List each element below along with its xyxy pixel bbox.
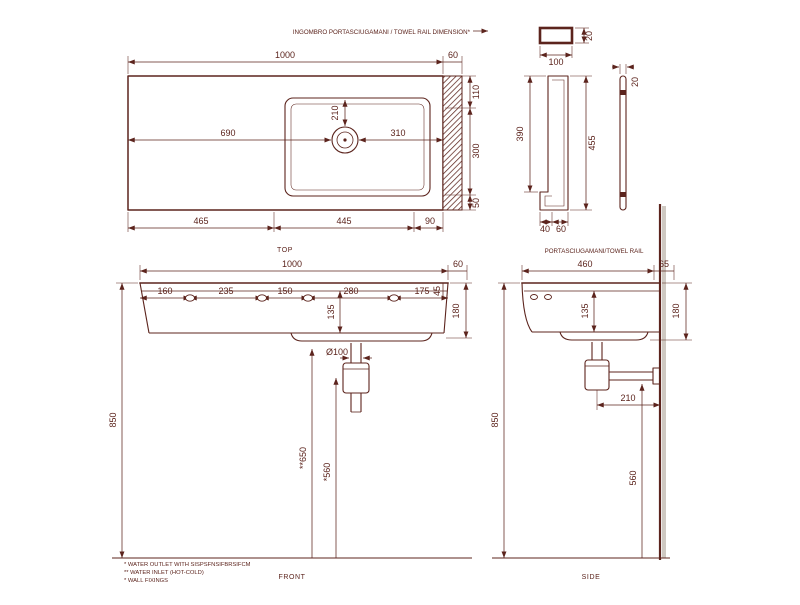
top-view: INGOMBRO PORTASCIUGAMANI / TOWEL RAIL DI… — [127, 28, 488, 254]
drain-circle-outer — [331, 126, 359, 154]
dim-side-edge: 180 — [671, 303, 681, 318]
rail-side-view — [619, 75, 627, 211]
dim-bottom-right: 90 — [425, 216, 435, 226]
dim-side-inner: 135 — [580, 303, 590, 318]
drain-circle-inner — [336, 131, 354, 149]
rail-top-view — [538, 26, 574, 45]
dim-front-height: 850 — [108, 412, 118, 427]
dim-hole-s4: 280 — [343, 286, 358, 296]
dim-rail-width: 100 — [548, 57, 563, 67]
dim-hole-s1: 160 — [157, 286, 172, 296]
dim-front-width: 1000 — [282, 259, 302, 269]
wall-flange — [652, 367, 661, 385]
towel-rail-strip — [442, 75, 463, 211]
dim-rail-side-thickness: 20 — [630, 77, 640, 87]
faucet-hole — [303, 294, 313, 302]
dim-front-depth: 135 — [326, 304, 336, 319]
dim-hole-s2: 235 — [218, 286, 233, 296]
dim-front-edge: 180 — [451, 303, 461, 318]
dim-side-depth: 460 — [577, 259, 592, 269]
bottle-trap-front — [342, 362, 370, 394]
dim-front-rail: 60 — [453, 259, 463, 269]
dim-side-outlet-height: 560 — [628, 470, 638, 485]
dim-top-width: 1000 — [275, 50, 295, 60]
footnotes: * WATER OUTLET WITH SISPSFNSIFBRSIFCM **… — [124, 562, 251, 584]
bowl-underside — [290, 332, 433, 342]
faucet-hole — [185, 294, 195, 302]
dim-rail-top-thickness: 20 — [584, 31, 594, 41]
dim-bowl-right: 310 — [390, 128, 405, 138]
front-view-label: FRONT — [278, 574, 305, 581]
faucet-hole — [389, 294, 399, 302]
dim-hole-drop: 45 — [432, 286, 442, 296]
dim-depth-back: 110 — [471, 85, 481, 99]
dim-bottom-mid: 445 — [336, 216, 351, 226]
dim-rail-inner-height: 390 — [515, 126, 525, 141]
basin-side-front-edge — [521, 282, 533, 333]
faucet-hole — [257, 294, 267, 302]
top-view-label: TOP — [277, 247, 293, 254]
bowl-underside-side — [559, 331, 649, 341]
dim-inlet-height: **650 — [298, 447, 308, 469]
note-inlet: ** WATER INLET (HOT-COLD) — [124, 570, 204, 576]
dim-rail-foot-a: 40 — [540, 224, 550, 234]
dim-depth-front: 50 — [471, 198, 481, 208]
front-view: 1000 60 160 235 150 280 175 45 135 180 — [108, 259, 472, 581]
dim-rail-foot-b: 60 — [556, 224, 566, 234]
note-outlet: * WATER OUTLET WITH SISPSFNSIFBRSIFCM — [124, 562, 251, 568]
rail-profile — [539, 75, 569, 211]
dim-depth-middle: 300 — [471, 143, 481, 158]
side-view: 460 65 135 180 850 210 — [490, 204, 692, 581]
dim-trap-to-wall: 210 — [620, 393, 635, 403]
dim-outlet-height: *560 — [322, 463, 332, 482]
rail-fixing-top — [620, 90, 626, 95]
towel-rail-note: INGOMBRO PORTASCIUGAMANI / TOWEL RAIL DI… — [293, 29, 471, 36]
dim-drain-offset: 210 — [330, 105, 340, 120]
drain-center-mark — [343, 138, 347, 142]
dim-drain-diameter: Ø100 — [326, 347, 348, 357]
dim-rail-total-height: 455 — [587, 135, 597, 150]
deck-recess-outer — [284, 97, 431, 197]
side-view-label: SIDE — [582, 574, 601, 581]
dim-bowl-left: 690 — [220, 128, 235, 138]
dim-side-height: 850 — [490, 412, 500, 427]
dim-bottom-left: 465 — [193, 216, 208, 226]
faucet-hole-side — [530, 294, 538, 300]
note-fixings: * WALL FIXINGS — [124, 578, 168, 584]
rail-view-label: PORTASCIUGAMANI/TOWEL RAIL — [545, 248, 644, 255]
faucet-hole-side — [544, 294, 552, 300]
dim-hole-s5: 175 — [414, 286, 429, 296]
dim-side-offset: 65 — [659, 259, 669, 269]
dim-top-rail: 60 — [448, 50, 458, 60]
dim-hole-s3: 150 — [277, 286, 292, 296]
rail-profile-inner — [544, 79, 565, 207]
rail-fixing-bottom — [620, 192, 626, 197]
towel-rail-views: 20 100 390 455 40 60 20 PORTA — [515, 26, 644, 255]
deck-recess-inner — [290, 103, 425, 191]
